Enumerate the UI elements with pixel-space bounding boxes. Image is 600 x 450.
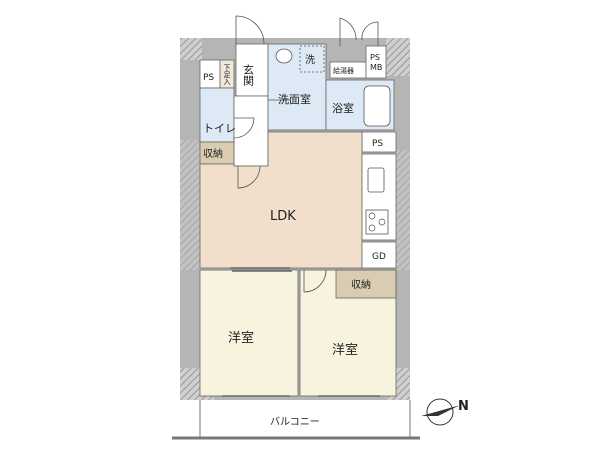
label-ps-kitchen: PS bbox=[372, 139, 383, 149]
kitchen-sink bbox=[367, 167, 385, 193]
label-bedroom-west: 洋室 bbox=[228, 330, 254, 346]
label-ps-mb-top: PS bbox=[370, 53, 380, 62]
label-ps-entry: PS bbox=[203, 73, 214, 83]
room-gd bbox=[361, 241, 397, 269]
burner-1 bbox=[368, 212, 376, 220]
label-storage-entry: 収納 bbox=[203, 147, 223, 160]
label-toilet: トイレ bbox=[203, 122, 236, 135]
label-gd: GD bbox=[372, 252, 386, 262]
room-ps-mb bbox=[365, 45, 387, 79]
label-storage-bedroom: 収納 bbox=[351, 278, 371, 291]
label-bathroom: 浴室 bbox=[332, 101, 354, 115]
column-mid-left bbox=[180, 140, 200, 270]
label-bedroom-east: 洋室 bbox=[332, 342, 358, 358]
sliding-doors bbox=[222, 267, 380, 397]
doors bbox=[233, 15, 379, 293]
washer-pan bbox=[299, 45, 325, 73]
burner-3 bbox=[368, 224, 376, 232]
label-water-heater: 給湯器 bbox=[333, 66, 354, 75]
label-ldk: LDK bbox=[270, 209, 296, 224]
label-washer: 洗 bbox=[305, 54, 315, 66]
label-washroom: 洗面室 bbox=[278, 92, 311, 106]
burner-2 bbox=[378, 218, 386, 226]
room-bedroom-west bbox=[199, 269, 299, 397]
column-top-right bbox=[386, 38, 410, 76]
label-shoe-cabinet: 下足入 bbox=[223, 64, 231, 85]
label-entrance: 玄関 bbox=[242, 63, 255, 86]
label-balcony: バルコニー bbox=[270, 416, 320, 428]
bathtub bbox=[363, 85, 391, 127]
kitchen-stove bbox=[365, 209, 389, 235]
sink bbox=[275, 48, 293, 64]
label-ps-mb-bottom: MB bbox=[370, 63, 382, 72]
column-top-left bbox=[180, 38, 202, 60]
column-mid-right bbox=[396, 150, 410, 270]
room-hall bbox=[233, 95, 269, 167]
compass-label: N bbox=[458, 399, 469, 414]
compass: N bbox=[421, 398, 469, 426]
room-storage-bedroom bbox=[335, 269, 397, 299]
